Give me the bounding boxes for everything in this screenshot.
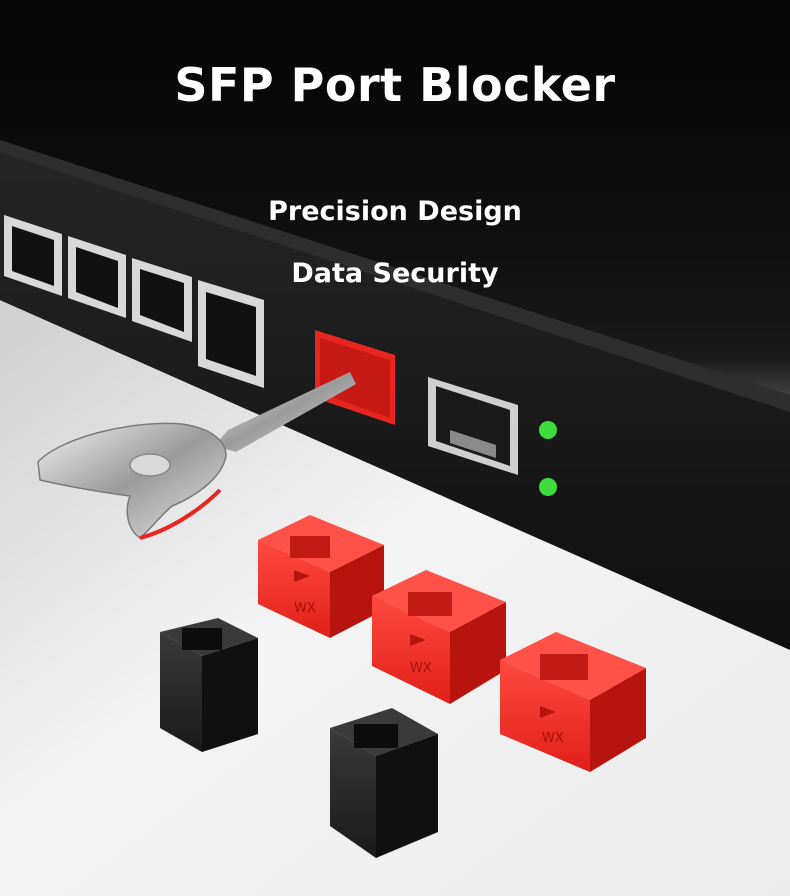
port-blocker-black-icon <box>330 708 438 858</box>
port-blocker-red-icon <box>500 632 646 772</box>
switch-top-edge <box>0 140 790 412</box>
feature-label: Data Security <box>291 258 499 289</box>
port-blocker-red-icon <box>372 570 506 704</box>
blocker-embossed-text: WX <box>542 731 564 746</box>
rj45-port-group <box>4 215 264 388</box>
blocker-embossed-text: WX <box>410 661 432 676</box>
sfp-port-blocked-icon <box>315 330 395 425</box>
status-led-icon <box>539 421 557 439</box>
rj45-port-icon <box>198 280 264 388</box>
status-led-icon <box>539 478 557 496</box>
port-blocker-black-icon <box>160 618 258 752</box>
feature-label: Precision Design <box>268 196 522 227</box>
rj45-port-icon <box>4 215 62 296</box>
key-icon <box>37 372 356 540</box>
sfp-port-icon <box>428 377 518 475</box>
rj45-port-icon <box>132 258 192 342</box>
rj45-port-icon <box>68 236 126 318</box>
port-blocker-red-icon <box>258 515 384 638</box>
blocker-embossed-text: WX <box>294 601 316 616</box>
page-title: SFP Port Blocker <box>174 58 616 112</box>
